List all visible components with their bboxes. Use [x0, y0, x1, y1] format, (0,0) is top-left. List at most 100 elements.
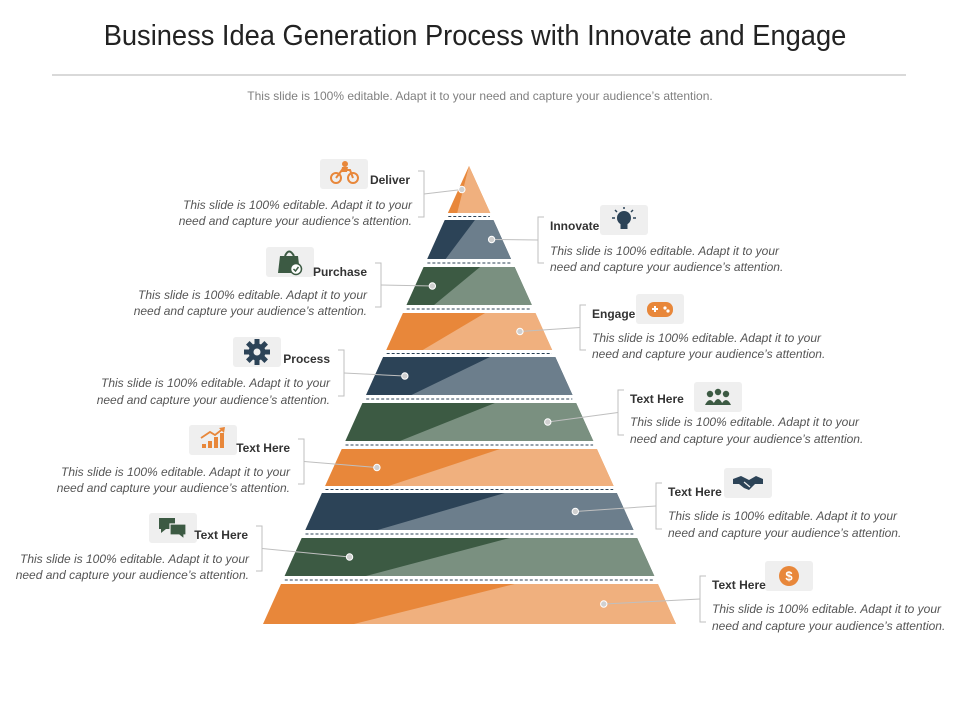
connector-dot — [401, 372, 409, 380]
callout-description-line: This slide is 100% editable. Adapt it to… — [592, 331, 822, 345]
callout-leader — [261, 548, 350, 558]
pyramid-layer — [386, 313, 553, 350]
connector-dot — [516, 327, 524, 336]
connector-dot — [458, 185, 466, 194]
motorcycle-icon — [330, 161, 359, 184]
connector-dot — [571, 507, 580, 516]
slide-title: Business Idea Generation Process with In… — [103, 20, 847, 52]
callout-description-line: This slide is 100% editable. Adapt it to… — [20, 552, 250, 566]
shopping-bag-icon — [278, 250, 303, 276]
lightbulb-icon — [612, 207, 636, 229]
callout-label: Text Here — [712, 578, 766, 592]
pyramid-layer — [284, 538, 655, 576]
layer-light-shade — [411, 357, 573, 395]
callout-label: Text Here — [630, 392, 684, 406]
layer-light-shade — [365, 538, 655, 576]
pyramid-layer — [345, 403, 594, 441]
callout-description-line: need and capture your audience’s attenti… — [179, 214, 412, 228]
callout-bracket — [699, 575, 706, 623]
connector-dot — [600, 600, 608, 608]
callout-description-line: This slide is 100% editable. Adapt it to… — [712, 602, 942, 616]
callout-description-line: need and capture your audience’s attenti… — [630, 432, 863, 446]
callout-label: Purchase — [313, 265, 367, 279]
callout-bracket — [338, 349, 345, 397]
callout-bracket — [617, 389, 624, 436]
connector-dot — [544, 418, 552, 426]
callout-leader — [491, 239, 539, 241]
callout-bracket — [375, 262, 382, 308]
callout-leader — [303, 461, 377, 468]
pyramid-layer — [305, 493, 634, 530]
callout-leader — [423, 189, 462, 195]
callout-bracket — [418, 170, 425, 218]
svg-text:$: $ — [785, 569, 793, 584]
pyramid-layer — [366, 357, 573, 395]
layer-light-shade — [422, 313, 553, 350]
callout-description-line: need and capture your audience’s attenti… — [550, 260, 783, 274]
callout-description-line: need and capture your audience’s attenti… — [57, 481, 290, 495]
callout-label: Innovate — [550, 219, 600, 233]
callout-label: Text Here — [194, 528, 248, 542]
layer-light-shade — [457, 166, 491, 213]
callout-leader — [603, 598, 701, 605]
callout-bracket — [256, 525, 263, 572]
callout-description-line: need and capture your audience’s attenti… — [97, 393, 330, 407]
callout-bracket — [579, 304, 586, 351]
gear-icon — [244, 339, 270, 365]
layer-light-shade — [377, 493, 634, 530]
callout-description-line: This slide is 100% editable. Adapt it to… — [668, 509, 898, 523]
connector-dot — [428, 282, 437, 290]
pyramid-layer — [427, 220, 512, 259]
callout-bracket — [537, 216, 544, 264]
callout-label: Process — [283, 352, 330, 366]
connector-dot — [373, 463, 381, 472]
callout-leader — [380, 284, 433, 287]
pyramid-layer — [406, 267, 532, 305]
callout-leader — [519, 327, 581, 332]
callout-description-line: This slide is 100% editable. Adapt it to… — [138, 288, 368, 302]
slide-subtitle: This slide is 100% editable. Adapt it to… — [247, 89, 713, 103]
callout-leader — [575, 505, 657, 512]
pyramid-layer — [447, 166, 491, 213]
people-group-icon — [705, 388, 731, 405]
callout-description-line: This slide is 100% editable. Adapt it to… — [183, 198, 413, 212]
icon-backdrop — [189, 425, 237, 455]
layer-light-shade — [434, 267, 532, 305]
dollar-coin-icon: $ — [779, 566, 799, 586]
callout-label: Engage — [592, 307, 636, 321]
callout-description-line: need and capture your audience’s attenti… — [16, 568, 249, 582]
layer-light-shade — [388, 449, 614, 486]
callout-bracket — [298, 438, 305, 485]
callout-label: Text Here — [236, 441, 290, 455]
layer-light-shade — [399, 403, 594, 441]
callout-leader — [547, 412, 619, 423]
connector-dot — [345, 553, 354, 561]
callout-label: Deliver — [370, 173, 410, 187]
gamepad-icon — [647, 302, 673, 317]
callout-label: Text Here — [668, 485, 722, 499]
callout-description-line: need and capture your audience’s attenti… — [134, 304, 367, 318]
handshake-icon — [733, 476, 763, 490]
callout-description-line: need and capture your audience’s attenti… — [712, 619, 945, 633]
layer-light-shade — [353, 584, 676, 624]
callout-description-line: This slide is 100% editable. Adapt it to… — [550, 244, 780, 258]
callout-leader — [343, 372, 405, 377]
title-divider — [52, 74, 906, 76]
layer-light-shade — [445, 220, 512, 259]
growth-chart-icon — [200, 427, 225, 448]
callout-bracket — [655, 482, 662, 530]
chat-bubbles-icon — [159, 518, 187, 541]
callout-description-line: need and capture your audience’s attenti… — [592, 347, 825, 361]
